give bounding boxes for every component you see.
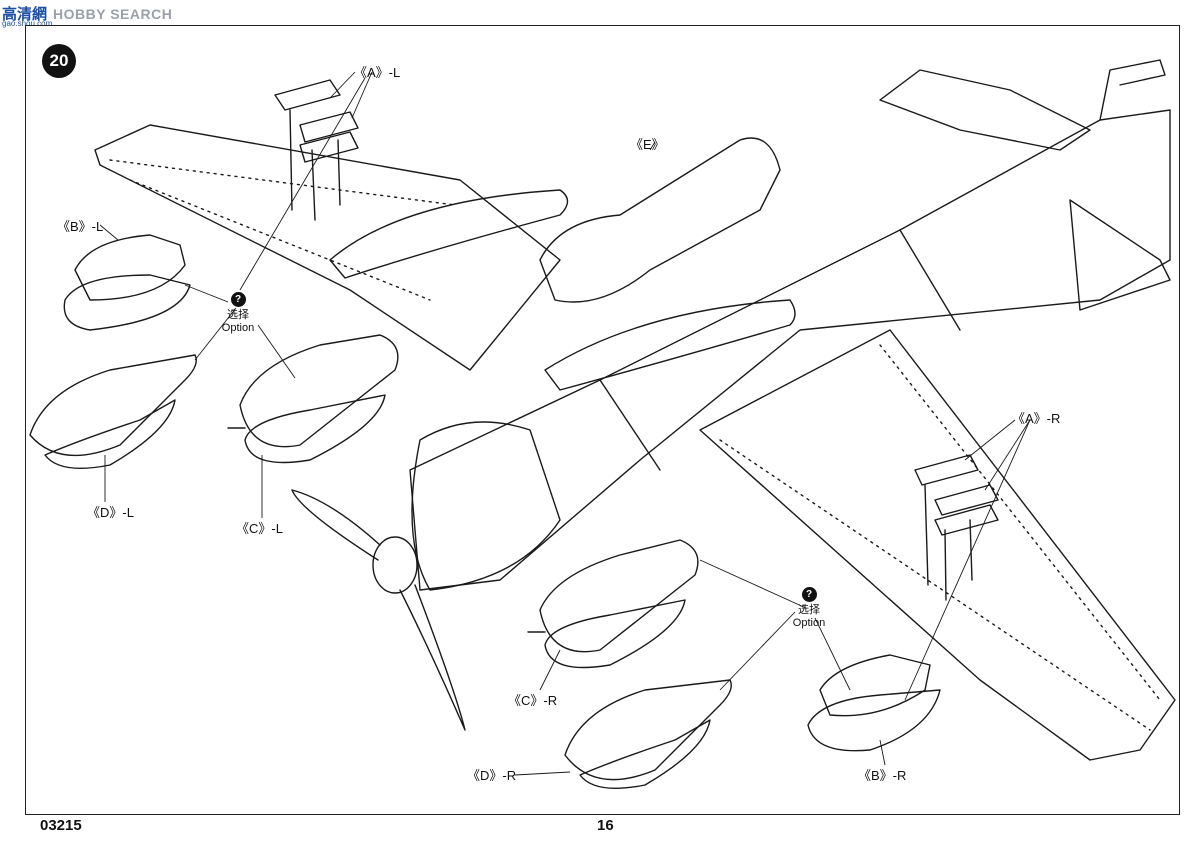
page-frame	[25, 25, 1180, 815]
propeller-blade-upper	[291, 489, 381, 561]
option-en-text: Option	[221, 322, 255, 334]
label-d-left: 《D》-L	[87, 505, 134, 520]
rocket-pack-a-right	[914, 454, 999, 601]
question-mark-icon: ?	[801, 587, 817, 602]
right-wing	[699, 329, 1176, 761]
label-a-left: 《A》-L	[354, 65, 401, 80]
tail-plane	[879, 69, 1091, 151]
fuselage	[409, 109, 1171, 591]
tank-d-right	[564, 679, 732, 781]
tank-b-left	[74, 234, 186, 301]
label-e: 《E》	[630, 137, 665, 152]
left-wing	[94, 124, 561, 371]
watermark-site: gao.shou.com	[2, 19, 53, 28]
propeller-blade-lower	[399, 584, 466, 731]
watermark-brand: HOBBY SEARCH	[53, 5, 173, 22]
tank-c-left	[239, 334, 399, 448]
label-b-right: 《B》-R	[858, 768, 907, 783]
option-callout-left: ? 选择 Option	[217, 292, 259, 335]
watermark-logo: 高清網	[2, 5, 48, 23]
kit-code: 03215	[40, 817, 82, 834]
label-c-right: 《C》-R	[508, 693, 558, 708]
watermark: 高清網 HOBBY SEARCH	[2, 3, 172, 24]
tank-d-left	[29, 354, 197, 457]
spinner	[372, 536, 418, 594]
tank-b-right	[819, 654, 931, 717]
option-callout-right: ? 选择 Option	[787, 587, 831, 630]
step-number-badge: 20	[42, 44, 76, 78]
option-cn-text: 选择	[227, 309, 249, 321]
label-b-left: 《B》-L	[57, 219, 104, 234]
rocket-pack-a-left	[274, 79, 359, 221]
tank-c-right	[539, 539, 699, 653]
option-cn-text: 选择	[798, 604, 820, 616]
engine-cowling	[411, 421, 561, 591]
option-en-text: Option	[792, 617, 826, 629]
label-c-left: 《C》-L	[236, 521, 283, 536]
page-number: 16	[597, 817, 614, 834]
drop-tank-e	[539, 137, 781, 303]
label-d-right: 《D》-R	[467, 768, 517, 783]
label-a-right: 《A》-R	[1012, 411, 1061, 426]
question-mark-icon: ?	[230, 292, 246, 307]
